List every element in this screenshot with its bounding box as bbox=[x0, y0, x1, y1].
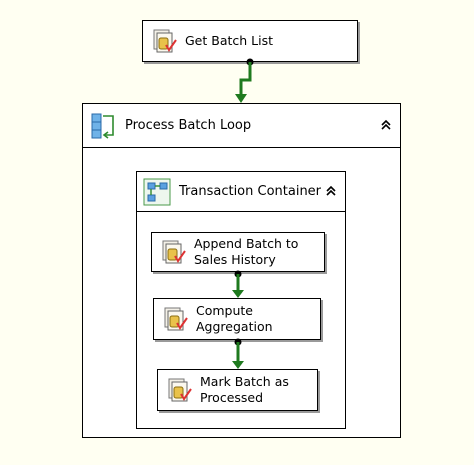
execute-sql-task-icon bbox=[151, 27, 179, 55]
task-label: Mark Batch as Processed bbox=[200, 374, 289, 405]
task-label: Get Batch List bbox=[185, 33, 274, 48]
collapse-chevron-icon[interactable] bbox=[378, 116, 394, 134]
execute-sql-task-icon bbox=[162, 305, 190, 333]
foreach-loop-icon bbox=[89, 111, 117, 141]
append-batch-task[interactable]: Append Batch to Sales History bbox=[151, 232, 325, 272]
container-header[interactable]: Transaction Container bbox=[137, 172, 345, 212]
compute-aggregation-task[interactable]: Compute Aggregation bbox=[153, 298, 321, 340]
get-batch-list-task[interactable]: Get Batch List bbox=[142, 20, 358, 62]
task-label: Compute Aggregation bbox=[196, 303, 273, 334]
collapse-chevron-icon[interactable] bbox=[323, 182, 339, 200]
container-title: Transaction Container bbox=[179, 184, 322, 199]
precedence-constraint-1[interactable] bbox=[235, 58, 254, 104]
execute-sql-task-icon bbox=[160, 238, 188, 266]
task-label: Append Batch to Sales History bbox=[194, 236, 299, 267]
container-title: Process Batch Loop bbox=[125, 118, 252, 133]
sequence-container-icon bbox=[143, 178, 171, 206]
container-header[interactable]: Process Batch Loop bbox=[83, 104, 400, 148]
mark-batch-task[interactable]: Mark Batch as Processed bbox=[157, 369, 318, 411]
execute-sql-task-icon bbox=[166, 376, 194, 404]
